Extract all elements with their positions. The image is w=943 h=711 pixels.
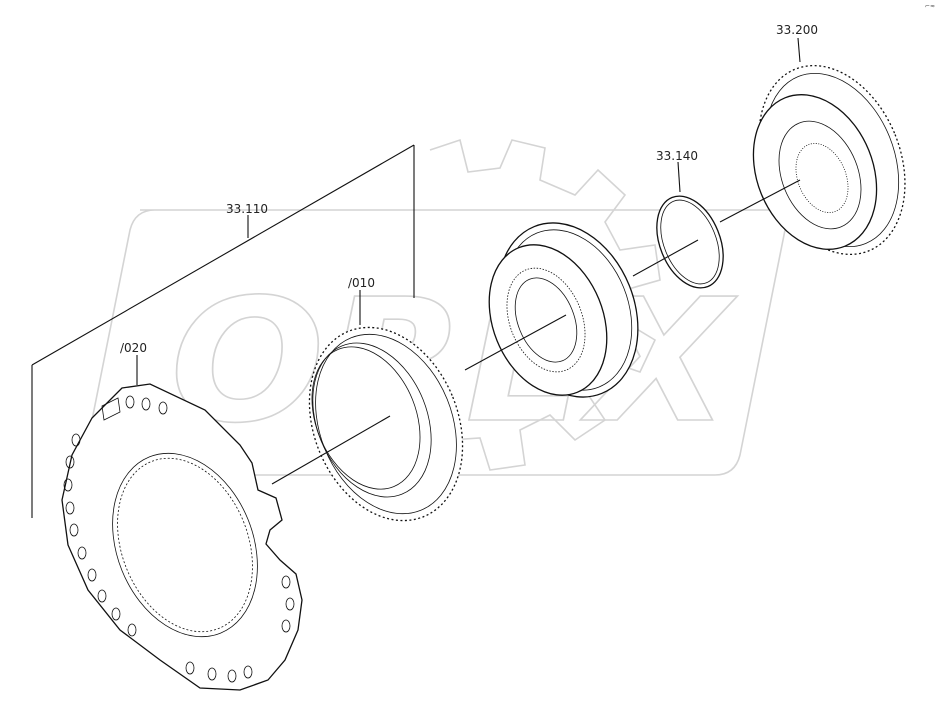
gear-hub-part-33-200 <box>752 64 906 256</box>
part-labels: 33.200 33.140 33.110 /010 /020 <box>120 23 818 355</box>
label-33-140: 33.140 <box>656 149 698 163</box>
label-020: /020 <box>120 341 147 355</box>
corner-mark-icon: ⌐≈ <box>925 3 935 10</box>
drum-housing <box>488 222 639 398</box>
leader-lines <box>31 37 801 518</box>
toothed-ring-part-010 <box>308 326 464 522</box>
label-33-110: 33.110 <box>226 202 268 216</box>
label-010: /010 <box>348 276 375 290</box>
label-33-200: 33.200 <box>776 23 818 37</box>
plate-part-020 <box>61 383 303 691</box>
plate-bolt-holes <box>63 395 295 683</box>
snap-ring-part-33-140 <box>656 195 724 289</box>
assembly-axis-lines <box>271 179 801 485</box>
